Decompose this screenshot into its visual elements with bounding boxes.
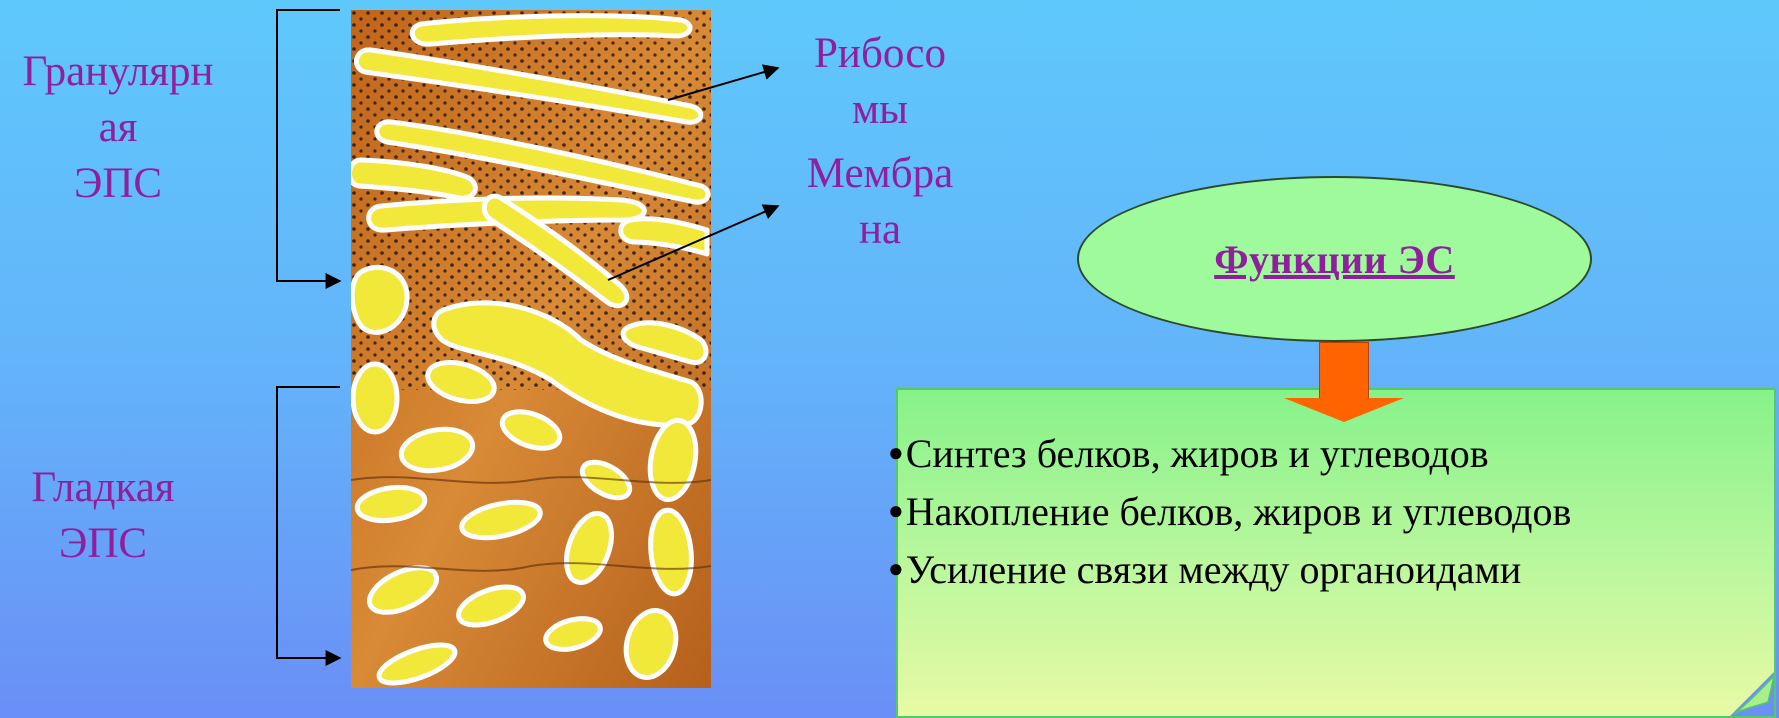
er-vesicle: [352, 267, 407, 332]
functions-heading-ellipse: Функции ЭС: [1077, 176, 1592, 342]
list-item: Синтез белков, жиров и углеводов: [888, 424, 1571, 482]
bracket-arrow-icon: [277, 10, 340, 281]
functions-title: Функции ЭС: [1214, 236, 1455, 283]
granular-er-label-line: ая: [8, 100, 228, 156]
granular-er-label: Гранулярн ая ЭПС: [8, 44, 228, 212]
er-vesicle: [353, 364, 397, 432]
granular-er-label-line: ЭПС: [8, 156, 228, 212]
smooth-er-label-line: ЭПС: [0, 516, 206, 572]
down-arrow-head: [1284, 398, 1404, 422]
down-arrow-icon: [1319, 342, 1369, 400]
page-curl-icon: [1730, 672, 1774, 716]
functions-list: Синтез белков, жиров и углеводов Накопле…: [888, 424, 1571, 598]
granular-er-label-line: Гранулярн: [8, 44, 228, 100]
endoplasmic-reticulum-illustration: [351, 10, 711, 688]
membrane-label-line: Мембра: [790, 146, 970, 202]
smooth-er-label-line: Гладкая: [0, 460, 206, 516]
ribosomes-label-line: Рибосо: [790, 26, 970, 82]
ribosomes-label-line: мы: [790, 82, 970, 138]
membrane-label-line: на: [790, 202, 970, 258]
ribosomes-label: Рибосо мы: [790, 26, 970, 138]
membrane-label: Мембра на: [790, 146, 970, 258]
list-item: Усиление связи между органоидами: [888, 540, 1571, 598]
smooth-er-label: Гладкая ЭПС: [0, 460, 206, 572]
list-item: Накопление белков, жиров и углеводов: [888, 482, 1571, 540]
bracket-arrow-icon: [277, 387, 340, 658]
